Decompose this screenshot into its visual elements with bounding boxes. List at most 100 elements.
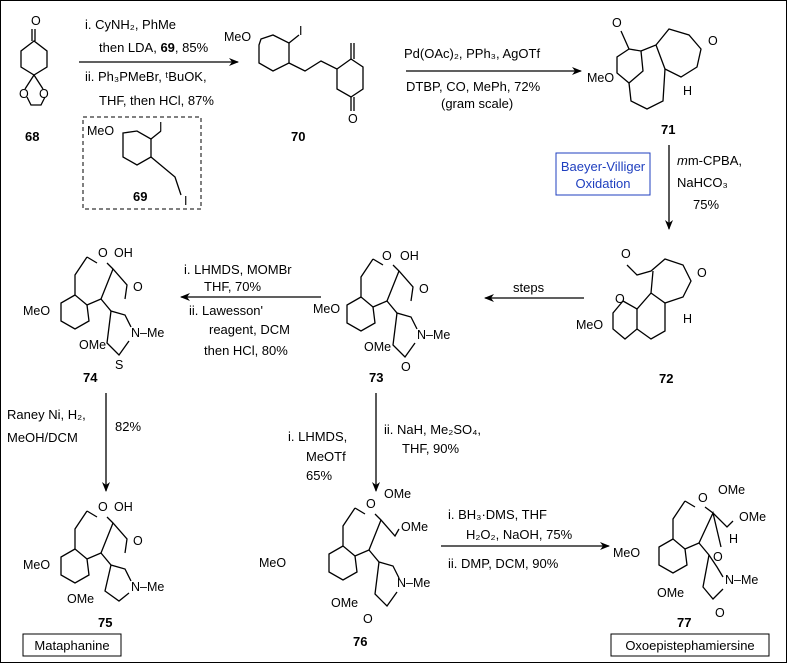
structure-70: MeO I O 70 [224,24,364,144]
svg-text:OH: OH [114,246,133,260]
svg-text:OH: OH [400,249,419,263]
compound-label-74: 74 [83,370,98,385]
svg-text:MeO: MeO [587,71,614,85]
svg-text:then HCl, 80%: then HCl, 80% [204,343,288,358]
svg-text:Baeyer-Villiger: Baeyer-Villiger [561,159,646,174]
conditions-76-77: i. BH₃·DMS, THF H₂O₂, NaOH, 75% ii. DMP,… [448,507,573,571]
svg-text:O: O [621,247,631,261]
svg-text:O: O [612,16,622,30]
svg-text:O: O [98,500,108,514]
svg-text:O: O [715,606,725,620]
natural-product-box-75 [22,633,122,657]
svg-text:O: O [697,266,707,280]
svg-text:OMe: OMe [657,586,684,600]
svg-text:i. LHMDS, MOMBr: i. LHMDS, MOMBr [184,262,292,277]
svg-text:–Me: –Me [734,573,758,587]
svg-text:H: H [683,84,692,98]
svg-text:O: O [31,14,41,28]
svg-text:N: N [417,328,426,342]
svg-text:S: S [115,358,123,372]
svg-text:N: N [131,580,140,594]
svg-text:MeO: MeO [259,556,286,570]
svg-text:THF, then HCl, 87%: THF, then HCl, 87% [99,93,214,108]
svg-text:I: I [184,194,187,208]
reagent-69-box [82,116,202,210]
svg-text:I: I [159,120,162,134]
svg-text:OH: OH [114,500,133,514]
svg-text:O: O [401,360,411,374]
svg-text:ii. Lawesson': ii. Lawesson' [189,303,263,318]
svg-text:O: O [615,292,625,306]
svg-text:75%: 75% [693,197,719,212]
compound-label-77: 77 [677,615,691,630]
svg-text:OMe: OMe [718,483,745,497]
svg-text:O: O [419,282,429,296]
svg-text:H: H [729,532,738,546]
structure-69: MeO I I 69 [87,120,187,208]
conditions-72-73: steps [513,280,545,295]
svg-text:MeO: MeO [576,318,603,332]
conditions-74-75: Raney Ni, H₂, MeOH/DCM 82% [7,407,141,445]
svg-text:O: O [348,112,358,126]
svg-text:ii. DMP, DCM, 90%: ii. DMP, DCM, 90% [448,556,559,571]
svg-text:OMe: OMe [331,596,358,610]
svg-text:i. CyNH₂, PhMe: i. CyNH₂, PhMe [85,17,176,32]
svg-text:ii. Ph₃PMeBr, ᵗBuOK,: ii. Ph₃PMeBr, ᵗBuOK, [85,69,207,84]
svg-text:MeO: MeO [87,124,114,138]
svg-text:then LDA, 69, 85%: then LDA, 69, 85% [99,40,209,55]
svg-text:O: O [363,612,373,626]
svg-text:N: N [131,326,140,340]
svg-text:O: O [382,249,392,263]
svg-text:MeOTf: MeOTf [306,449,346,464]
svg-text:MeOH/DCM: MeOH/DCM [7,430,78,445]
svg-text:Oxidation: Oxidation [576,176,631,191]
svg-text:MeO: MeO [313,302,340,316]
svg-text:O: O [708,34,718,48]
svg-text:OMe: OMe [739,510,766,524]
structure-77: O OMe OMe H O MeO OMe N –Me O 77 [613,483,766,630]
svg-text:O: O [366,497,376,511]
svg-text:O: O [98,246,108,260]
svg-text:H₂O₂, NaOH, 75%: H₂O₂, NaOH, 75% [466,527,573,542]
structure-74: O OH O MeO OMe N –Me S 74 [23,246,164,385]
conditions-71-72: mm-CPBA, NaHCO₃ 75% [677,153,742,212]
structure-72: O O O MeO H 72 [576,247,707,386]
natural-product-name-77: Oxoepistephamiersine [625,638,754,653]
conditions-73-76: i. LHMDS, MeOTf 65% ii. NaH, Me₂SO₄, THF… [288,422,481,483]
svg-text:OMe: OMe [364,340,391,354]
natural-product-box-77 [610,633,770,657]
structure-76: O OMe OMe MeO OMe N –Me O 76 [259,487,430,649]
svg-text:O: O [133,280,143,294]
svg-text:N: N [397,576,406,590]
svg-text:65%: 65% [306,468,332,483]
svg-text:I: I [299,24,302,38]
compound-label-71: 71 [661,122,675,137]
svg-text:reagent, DCM: reagent, DCM [209,322,290,337]
compound-label-70: 70 [291,129,305,144]
compound-label-73: 73 [369,370,383,385]
svg-text:MeO: MeO [23,304,50,318]
svg-text:i. LHMDS,: i. LHMDS, [288,429,347,444]
svg-text:N: N [725,573,734,587]
svg-text:MeO: MeO [224,30,251,44]
svg-text:H: H [683,312,692,326]
natural-product-name-75: Mataphanine [34,638,109,653]
svg-text:O: O [698,491,708,505]
structure-68: O O O 68 [19,14,49,144]
svg-text:O: O [19,87,29,101]
compound-label-68: 68 [25,129,39,144]
svg-text:NaHCO₃: NaHCO₃ [677,175,728,190]
structure-73: O OH O MeO OMe N –Me O 73 [313,249,450,385]
svg-text:O: O [713,550,723,564]
compound-label-69: 69 [133,189,147,204]
svg-text:THF, 70%: THF, 70% [204,279,262,294]
svg-text:MeO: MeO [613,546,640,560]
svg-text:OMe: OMe [67,592,94,606]
compound-label-76: 76 [353,634,367,649]
svg-text:–Me: –Me [140,326,164,340]
svg-text:THF, 90%: THF, 90% [402,441,460,456]
baeyer-villiger-callout [555,152,651,196]
compound-label-75: 75 [98,615,112,630]
